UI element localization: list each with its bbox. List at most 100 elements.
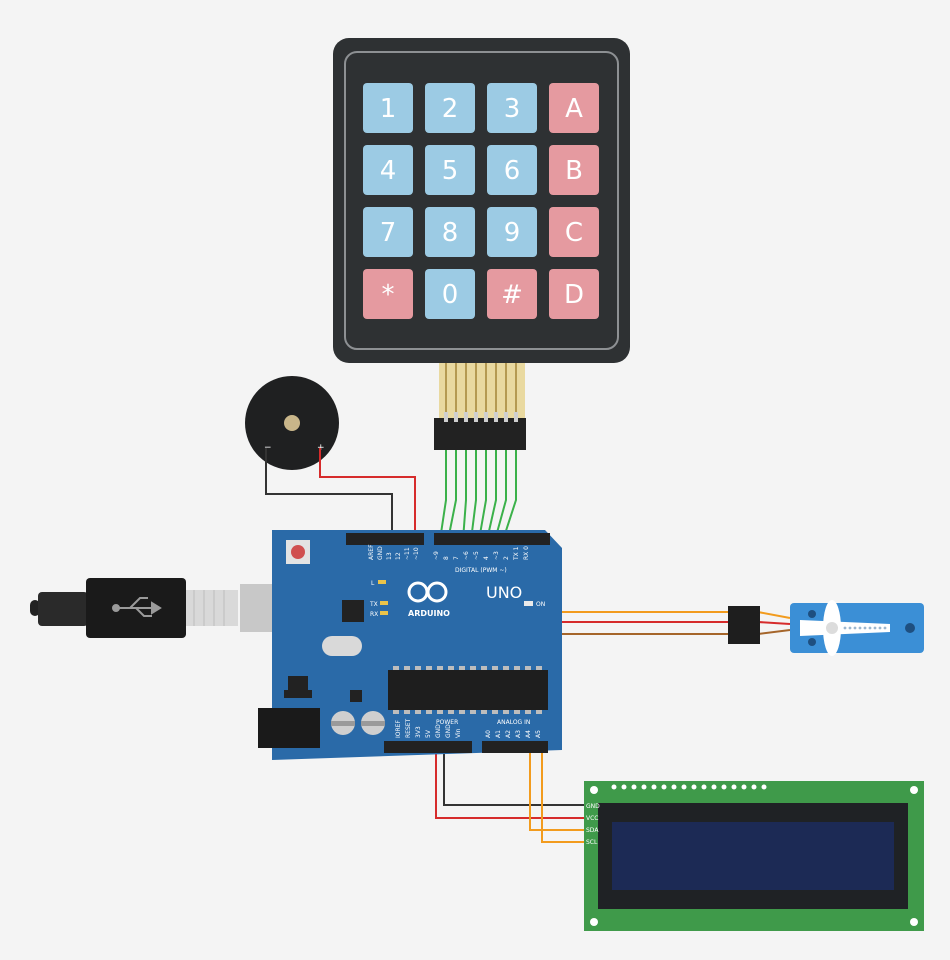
keypad-key-label: 5 bbox=[442, 156, 459, 186]
servo-motor[interactable] bbox=[728, 600, 924, 656]
keypad-key-face bbox=[363, 269, 413, 319]
usb-icon bbox=[112, 597, 162, 617]
digital-pin-label: TX 1 bbox=[513, 546, 520, 561]
servo-horn-hole bbox=[863, 626, 867, 630]
keypad-key-face bbox=[487, 83, 537, 133]
digital-pin-label: 8 bbox=[443, 556, 450, 560]
keypad-key-label: # bbox=[501, 280, 523, 310]
keypad-key-3[interactable]: 3 bbox=[487, 83, 537, 133]
digital-pin-label: 7 bbox=[453, 556, 460, 560]
servo-horn-hole bbox=[883, 626, 887, 630]
servo-horn-hole bbox=[858, 626, 862, 630]
lcd-header-hole bbox=[621, 784, 627, 790]
lcd-header-hole bbox=[701, 784, 707, 790]
keypad-key-D[interactable]: D bbox=[549, 269, 599, 319]
power-header bbox=[384, 741, 472, 753]
keypad-key-label: 2 bbox=[442, 94, 459, 124]
keypad-key-label: 0 bbox=[442, 280, 459, 310]
lcd-header-hole bbox=[611, 784, 617, 790]
keypad-key-A[interactable]: A bbox=[549, 83, 599, 133]
buzzer-red-wire bbox=[319, 448, 416, 540]
buzzer-black-wire bbox=[265, 448, 393, 540]
digital-pin-label: 13 bbox=[386, 552, 393, 560]
usb-cable[interactable] bbox=[30, 578, 314, 638]
analog-pin-label: A1 bbox=[495, 730, 502, 738]
piezo-buzzer[interactable]: − + bbox=[245, 376, 339, 470]
servo-horn-hole bbox=[878, 626, 882, 630]
lcd-header-hole bbox=[671, 784, 677, 790]
keypad-key-face bbox=[363, 207, 413, 257]
header-pin bbox=[514, 412, 518, 422]
keypad-key-label: C bbox=[565, 218, 583, 248]
analog-header bbox=[482, 741, 548, 753]
keypad-key-face bbox=[549, 145, 599, 195]
keypad-green-wire bbox=[470, 450, 477, 541]
chip-pin bbox=[514, 666, 520, 670]
keypad-key-2[interactable]: 2 bbox=[425, 83, 475, 133]
header-pin bbox=[454, 412, 458, 422]
chip-pin bbox=[470, 710, 476, 714]
chip-pin bbox=[536, 710, 542, 714]
power-jack[interactable] bbox=[258, 708, 320, 748]
keypad-key-face bbox=[549, 207, 599, 257]
chip-pin bbox=[415, 710, 421, 714]
chip-pin bbox=[536, 666, 542, 670]
keypad-key-C[interactable]: C bbox=[549, 207, 599, 257]
keypad-key-7[interactable]: 7 bbox=[363, 207, 413, 257]
keypad-key-face bbox=[549, 269, 599, 319]
tx-label: TX bbox=[369, 601, 378, 608]
keypad-green-wire bbox=[502, 450, 517, 541]
header-pin bbox=[464, 412, 468, 422]
keypad-key-face bbox=[487, 269, 537, 319]
lcd-header-hole bbox=[641, 784, 647, 790]
lcd-header-hole bbox=[741, 784, 747, 790]
chip-pin bbox=[525, 710, 531, 714]
lcd-header-hole bbox=[711, 784, 717, 790]
servo-horn-hole bbox=[848, 626, 852, 630]
keypad-green-wire bbox=[478, 450, 487, 541]
keypad-key-6[interactable]: 6 bbox=[487, 145, 537, 195]
keypad-key-B[interactable]: B bbox=[549, 145, 599, 195]
keypad-key-*[interactable]: * bbox=[363, 269, 413, 319]
lcd-sda-wire bbox=[529, 748, 584, 831]
power-pin-label: 5V bbox=[425, 729, 432, 738]
lcd-pin-label: SDA bbox=[586, 827, 599, 834]
keypad-key-1[interactable]: 1 bbox=[363, 83, 413, 133]
keypad-key-face bbox=[425, 83, 475, 133]
digital-pin-label: ~5 bbox=[473, 551, 480, 560]
servo-horn-hole bbox=[853, 626, 857, 630]
lcd-header-hole bbox=[721, 784, 727, 790]
keypad-key-0[interactable]: 0 bbox=[425, 269, 475, 319]
keypad-ribbon-cable bbox=[439, 363, 525, 418]
analog-pin-label: A4 bbox=[525, 730, 532, 738]
keypad-key-face bbox=[487, 145, 537, 195]
chip-pin bbox=[481, 710, 487, 714]
keypad-key-label: A bbox=[565, 94, 583, 124]
keypad-key-4[interactable]: 4 bbox=[363, 145, 413, 195]
chip-pin bbox=[459, 666, 465, 670]
keypad-key-#[interactable]: # bbox=[487, 269, 537, 319]
keypad-key-9[interactable]: 9 bbox=[487, 207, 537, 257]
header-pin bbox=[494, 412, 498, 422]
keypad-green-wire bbox=[439, 450, 447, 541]
digital-pin-label: ~9 bbox=[433, 551, 440, 560]
power-pin-label: Vin bbox=[455, 728, 462, 738]
power-pin-label: GND bbox=[435, 724, 442, 738]
servo-horn-hole bbox=[843, 626, 847, 630]
power-pin-label: GND bbox=[445, 724, 452, 738]
keypad-key-8[interactable]: 8 bbox=[425, 207, 475, 257]
header-pin bbox=[474, 412, 478, 422]
keypad-key-face bbox=[549, 83, 599, 133]
keypad-key-face bbox=[363, 145, 413, 195]
keypad-key-5[interactable]: 5 bbox=[425, 145, 475, 195]
arduino-brand-label: ARDUINO bbox=[408, 609, 450, 618]
digital-pin-label: 12 bbox=[395, 552, 402, 560]
lcd-scl-wire bbox=[541, 748, 584, 843]
digital-label: DIGITAL (PWM ~) bbox=[455, 567, 507, 574]
power-label: POWER bbox=[436, 719, 458, 726]
digital-pin-label: ~11 bbox=[404, 547, 411, 560]
